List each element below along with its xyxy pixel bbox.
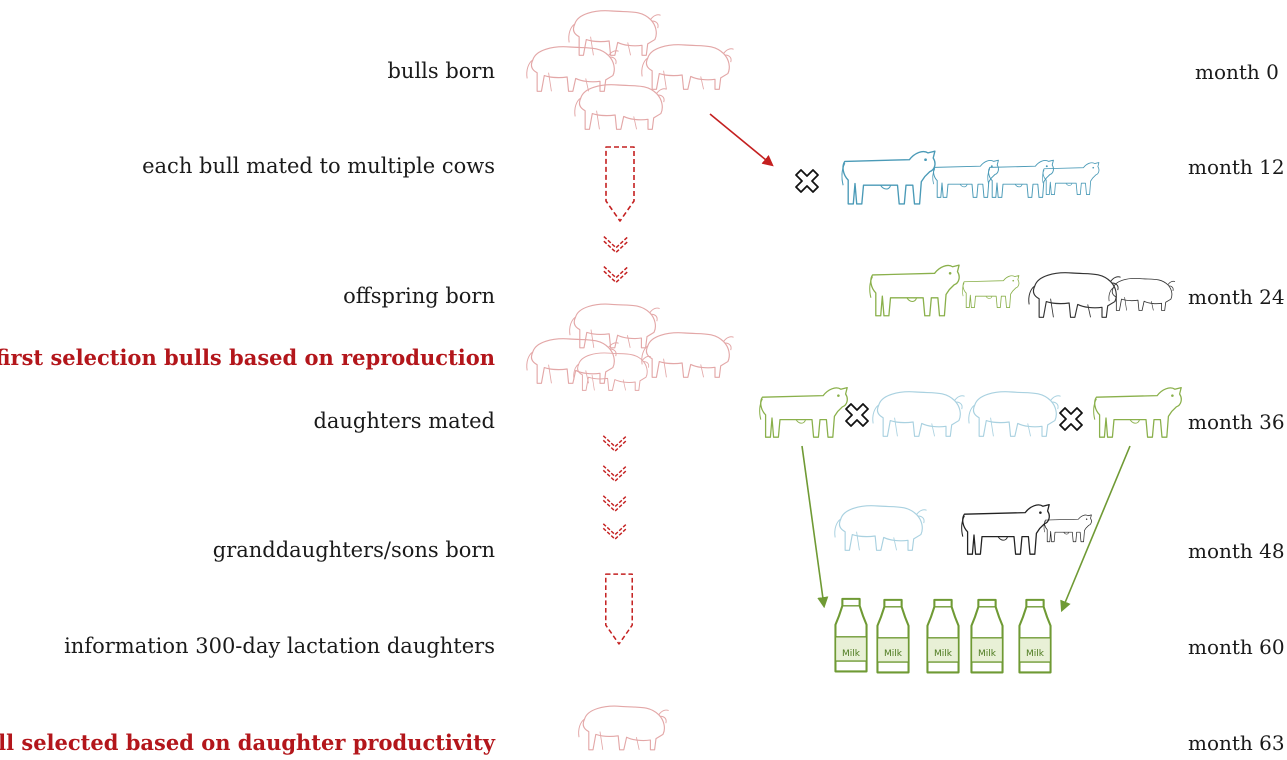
- month-label-12: month 12: [1188, 155, 1285, 179]
- chevron-icon: [602, 464, 628, 482]
- stage-label-granddaughters: granddaughters/sons born: [212, 538, 495, 562]
- chevron-icon: [602, 522, 628, 540]
- milk-bottles-row: Milk Milk Milk Milk Milk: [834, 597, 1052, 674]
- bull-icon: [968, 391, 1062, 437]
- bull-icon: [641, 44, 735, 90]
- milk-bottle-icon: Milk: [834, 597, 868, 673]
- offspring-daughters: [869, 264, 1020, 317]
- mating-arrow: [709, 113, 774, 167]
- cross-icon: [845, 403, 869, 427]
- bull-icon: [526, 338, 620, 384]
- month-label-24: month 24: [1188, 285, 1285, 309]
- grandsons-row: [834, 505, 928, 551]
- cross-icon: [1059, 407, 1083, 431]
- cross-icon: [795, 169, 819, 193]
- chevron-icon: [602, 494, 628, 512]
- milk-bottle-icon: Milk: [876, 598, 910, 674]
- cow-icon: [1043, 514, 1093, 543]
- milk-bottle-icon: Milk: [926, 598, 960, 674]
- bull-icon: [1028, 272, 1122, 318]
- stage-label-bulls-born: bulls born: [387, 59, 495, 83]
- cow-icon: [1041, 161, 1100, 196]
- cow-icon: [932, 159, 1000, 199]
- cow-icon: [961, 503, 1051, 555]
- cow-icon: [961, 274, 1020, 309]
- cow-icon: [1093, 386, 1182, 438]
- bull-icon: [1108, 277, 1176, 312]
- stage-label-mated: each bull mated to multiple cows: [142, 154, 495, 178]
- milk-bottle-label: Milk: [842, 649, 861, 659]
- stage-label-offspring: offspring born: [343, 284, 495, 308]
- bull-icon: [573, 352, 652, 391]
- stage-label-daughters-mated: daughters mated: [313, 409, 495, 433]
- bull-herd-month-0: [526, 10, 735, 130]
- green-arrow-right: [1060, 445, 1131, 613]
- cows-month-12: [841, 150, 1100, 205]
- milk-bottle-icon: Milk: [1018, 598, 1052, 674]
- selected-bull: [577, 705, 670, 751]
- bull-icon: [834, 505, 928, 551]
- mating-bulls-row: [872, 391, 1062, 437]
- cow-icon: [759, 386, 848, 438]
- stage-label-lactation: information 300-day lactation daughters: [64, 634, 495, 658]
- month-label-48: month 48: [1188, 539, 1285, 563]
- cow-icon: [869, 264, 960, 317]
- month-label-0: month 0: [1195, 60, 1279, 84]
- dashed-arrow-icon: [605, 146, 635, 222]
- bull-icon: [574, 84, 668, 130]
- daughters-row: [759, 386, 1182, 438]
- cow-icon: [841, 150, 936, 205]
- bull-icon: [569, 303, 661, 349]
- chevron-icon: [602, 434, 628, 452]
- bull-icon: [641, 332, 735, 378]
- bull-herd-selection: [526, 303, 735, 391]
- month-label-36: month 36: [1188, 410, 1285, 434]
- chevron-icon: [603, 235, 629, 254]
- chevron-icon: [603, 265, 629, 284]
- milk-bottle-label: Milk: [978, 649, 997, 659]
- milk-bottle-icon: Milk: [970, 598, 1004, 674]
- month-label-60: month 60: [1188, 635, 1285, 659]
- offspring-sons: [1028, 272, 1176, 318]
- bull-icon: [568, 10, 662, 56]
- milk-bottle-label: Milk: [934, 649, 953, 659]
- stage-label-bull-selected: bull selected based on daughter producti…: [0, 730, 495, 755]
- stage-label-first-selection: first selection bulls based on reproduct…: [0, 345, 495, 370]
- granddaughters-row: [961, 503, 1093, 555]
- milk-bottle-label: Milk: [884, 649, 903, 659]
- month-label-63: month 63: [1188, 731, 1285, 755]
- dashed-arrow-icon: [604, 573, 634, 645]
- bull-icon: [577, 705, 670, 751]
- milk-bottle-label: Milk: [1026, 649, 1045, 659]
- green-arrow-left: [801, 445, 829, 609]
- bull-icon: [872, 391, 966, 437]
